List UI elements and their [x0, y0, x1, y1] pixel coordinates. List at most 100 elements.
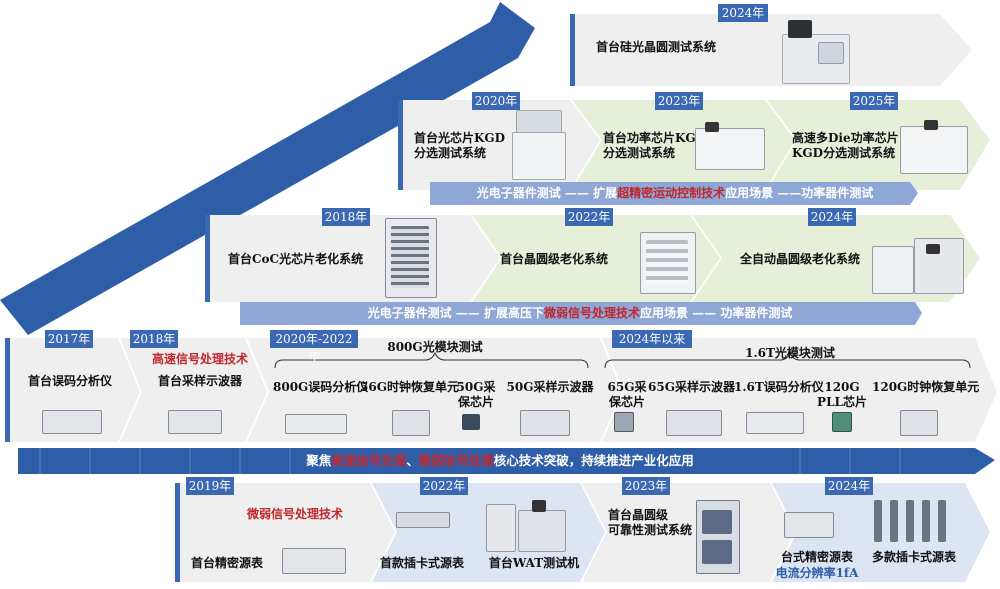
- year-tag-module-2020: 2020年-2022年: [270, 330, 358, 364]
- device-desktop-smu-image: [784, 512, 834, 538]
- wafer-machine-image: [782, 20, 850, 84]
- main-banner-mid: 、: [406, 453, 419, 468]
- device-plugin-smu-image: [396, 512, 450, 528]
- year-tag-source-2024: 2024年: [825, 477, 873, 495]
- title-high-speed-tech: 高速信号处理技术: [151, 352, 248, 366]
- kgd-2023-machine-image: [695, 122, 765, 170]
- device-scope-2018-image: [168, 410, 222, 434]
- panel-module-2017: [5, 338, 140, 442]
- band-aging-post: 应用场景 —— 功率器件测试: [640, 306, 793, 320]
- main-banner-hl1: 高速信号处理: [331, 453, 407, 468]
- band-aging-highlight: 微弱信号处理技术: [543, 306, 640, 320]
- device-65g-chip-image: [614, 412, 634, 432]
- year-tag-aging-2024: 2024年: [808, 208, 856, 226]
- label-65g-th-chip: 65G采保芯片: [604, 380, 650, 410]
- year-tag-source-2019: 2019年: [186, 477, 234, 495]
- label-desktop-smu: 台式精密源表: [780, 550, 853, 564]
- label-module-2017: 首台误码分析仪: [27, 374, 112, 388]
- device-65g-scope-image: [666, 410, 722, 436]
- device-precision-smu-image: [282, 548, 346, 574]
- brace-800g: [274, 351, 589, 369]
- title-1-6t: 1.6T光模块测试: [745, 346, 835, 360]
- panel-wafer: [570, 14, 972, 86]
- main-banner-arrow: [18, 448, 995, 474]
- device-50g-scope-image: [520, 410, 570, 436]
- label-kgd-2025: 高速多Die功率芯片 KGD分选测试系统: [792, 131, 899, 161]
- label-kgd-2025-line1: 高速多Die功率芯片: [792, 131, 899, 145]
- label-kgd-2025-line2: KGD分选测试系统: [792, 146, 896, 160]
- label-120g-pll: 120G PLL芯片: [814, 380, 870, 410]
- label-source-2019: 首台精密源表: [190, 556, 263, 570]
- label-65g-scope: 65G采样示波器: [648, 380, 735, 394]
- device-50g-chip-image: [462, 414, 480, 430]
- year-tag-module-2017: 2017年: [45, 330, 93, 348]
- band-aging-pre: 光电子器件测试 —— 扩展高压下: [367, 306, 544, 320]
- band-kgd-text: 光电子器件测试 —— 扩展超精密运动控制技术应用场景 ——功率器件测试: [440, 183, 910, 203]
- year-tag-kgd-2020: 2020年: [472, 92, 520, 110]
- aging-2024-machine-image: [872, 232, 964, 294]
- kgd-2020-machine-image: [512, 110, 567, 180]
- device-multi-plugin-smu-image: [874, 500, 946, 544]
- label-plugin-smu: 首款插卡式源表: [379, 556, 464, 570]
- year-tag-wafer-2024: 2024年: [718, 4, 768, 22]
- brace-1-6t: [604, 351, 971, 369]
- device-ber-2017-image: [42, 410, 102, 434]
- device-56g-cdr-image: [392, 410, 430, 436]
- panel-source-2023: [582, 483, 795, 582]
- label-120g-pll-text: 120G PLL芯片: [817, 380, 867, 409]
- band-kgd-post: 应用场景 ——功率器件测试: [725, 186, 874, 200]
- label-50g-th-chip: 50G采保芯片: [452, 380, 500, 410]
- label-50g-scope: 50G采样示波器: [506, 380, 594, 394]
- panel-module-2018: [120, 338, 267, 442]
- aging-2022-cabinet-image: [640, 232, 696, 294]
- title-weak-signal-tech: 微弱信号处理技术: [246, 507, 343, 521]
- main-banner-hl2: 微弱信号处理: [418, 453, 494, 468]
- device-120g-pll-image: [832, 412, 852, 432]
- main-banner-post: 核心技术突破，持续推进产业化应用: [493, 453, 694, 468]
- label-kgd-2023: 首台功率芯片KGD 分选测试系统: [603, 131, 706, 161]
- label-56g-cdr: 56G时钟恢复单元: [360, 380, 459, 394]
- label-65g-th-chip-text: 65G采保芯片: [607, 380, 647, 409]
- label-aging-2018: 首台CoC光芯片老化系统: [228, 252, 364, 266]
- label-source-2023-line2: 可靠性测试系统: [608, 523, 693, 537]
- year-tag-source-2022: 2022年: [420, 477, 468, 495]
- label-120g-cdr: 120G时钟恢复单元: [872, 380, 980, 394]
- label-kgd-2020-line2: 分选测试系统: [414, 146, 487, 160]
- title-800g: 800G光模块测试: [387, 340, 483, 354]
- kgd-2025-machine-image: [900, 120, 968, 176]
- label-kgd-2020-line1: 首台光芯片KGD: [414, 131, 506, 145]
- device-120g-cdr-image: [900, 410, 938, 436]
- band-kgd-pre: 光电子器件测试 —— 扩展: [476, 186, 618, 200]
- band-aging: [240, 302, 922, 325]
- label-wafer-system: 首台硅光晶圆测试系统: [596, 40, 717, 54]
- label-50g-th-chip-text: 50G采保芯片: [456, 380, 496, 409]
- label-800g-ber: 800G误码分析仪: [273, 380, 369, 394]
- band-aging-text: 光电子器件测试 —— 扩展高压下微弱信号处理技术应用场景 —— 功率器件测试: [250, 303, 910, 323]
- label-source-2023: 首台晶圆级 可靠性测试系统: [608, 508, 692, 538]
- device-wat-tester-image: [486, 500, 566, 552]
- year-tag-kgd-2025: 2025年: [850, 92, 898, 110]
- year-tag-aging-2022: 2022年: [565, 208, 613, 226]
- label-kgd-2023-line2: 分选测试系统: [603, 146, 676, 160]
- band-kgd-highlight: 超精密运动控制技术: [617, 186, 726, 200]
- year-tag-source-2023: 2023年: [622, 477, 670, 495]
- label-source-2023-line1: 首台晶圆级: [608, 508, 669, 522]
- device-1-6t-ber-image: [746, 412, 804, 434]
- aging-2018-cabinet-image: [385, 218, 437, 298]
- device-800g-ber-image: [285, 414, 347, 434]
- year-tag-module-2024: 2024年以来: [612, 330, 692, 348]
- label-module-2018: 首台采样示波器: [157, 374, 242, 388]
- year-tag-kgd-2023: 2023年: [655, 92, 703, 110]
- label-1-6t-ber: 1.6T误码分析仪: [734, 380, 824, 394]
- device-reliability-chamber-image: [696, 500, 740, 574]
- label-aging-2022: 首台晶圆级老化系统: [500, 252, 609, 266]
- label-multi-plugin-smu: 多款插卡式源表: [871, 550, 956, 564]
- label-current-resolution: 电流分辨率1fA: [775, 566, 859, 580]
- label-kgd-2023-line1: 首台功率芯片KGD: [603, 131, 707, 145]
- main-banner-pre: 聚焦: [306, 453, 332, 468]
- diagonal-arrow: [0, 2, 535, 335]
- year-tag-aging-2018: 2018年: [322, 208, 370, 226]
- year-tag-module-2018: 2018年: [130, 330, 178, 348]
- label-wat-tester: 首台WAT测试机: [488, 556, 580, 570]
- label-kgd-2020: 首台光芯片KGD 分选测试系统: [414, 131, 505, 161]
